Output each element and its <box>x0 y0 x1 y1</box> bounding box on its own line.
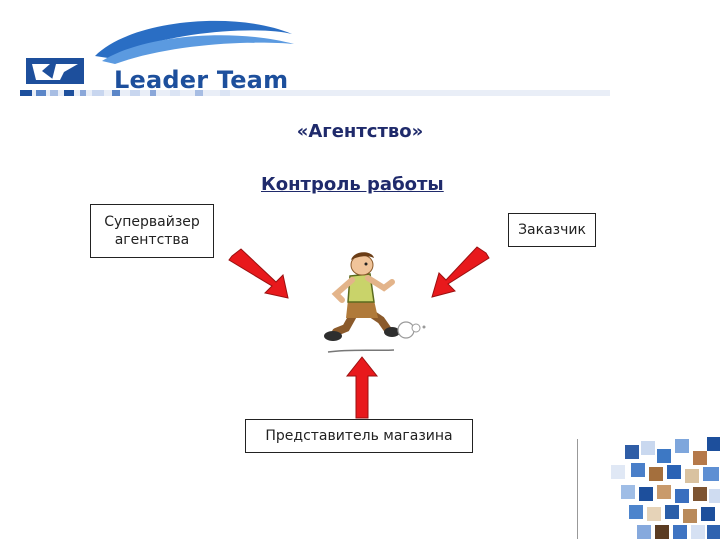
node-supervisor: Супервайзер агентства <box>90 204 214 258</box>
arrow-rep-to-center <box>345 356 379 419</box>
photo-mosaic <box>575 437 720 540</box>
slide-subtitle: Контроль работы <box>261 174 444 195</box>
header-divider <box>20 90 610 96</box>
node-customer: Заказчик <box>508 213 596 247</box>
node-supervisor-line2: агентства <box>114 232 190 248</box>
node-store-rep: Представитель магазина <box>245 419 473 453</box>
company-logo: Leader Team <box>20 14 310 94</box>
arrow-supervisor-to-center <box>228 248 289 299</box>
logo-mark-icon <box>26 20 294 84</box>
arrow-customer-to-center <box>431 246 490 298</box>
runner-illustration <box>324 252 426 353</box>
logo-text: Leader Team <box>114 66 289 94</box>
slide-title: «Агентство» <box>296 121 424 142</box>
node-supervisor-line1: Супервайзер <box>104 214 200 230</box>
